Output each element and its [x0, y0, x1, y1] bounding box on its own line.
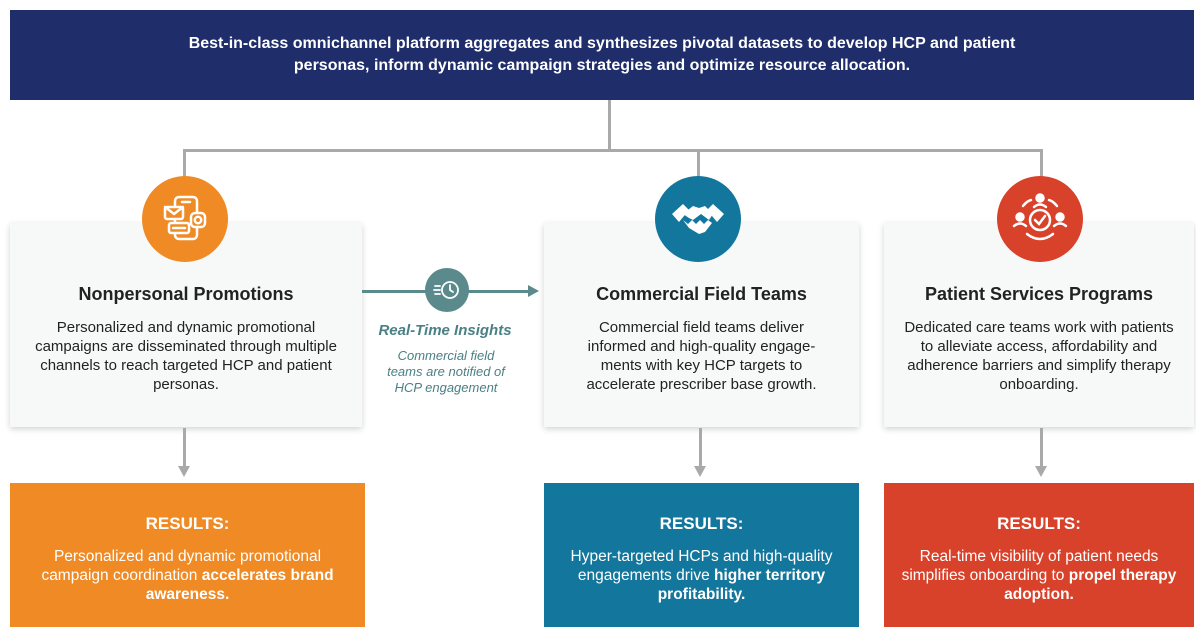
patient-care-team-icon — [1012, 193, 1068, 241]
arrow-head-right — [1035, 466, 1047, 477]
nonpersonal-promotions-icon-badge — [142, 176, 228, 262]
results-text: Personalized and dynamic promotional cam… — [30, 547, 345, 604]
connector-trunk — [608, 100, 611, 151]
results-label: RESULTS: — [659, 514, 744, 533]
results-label: RESULTS: — [145, 514, 230, 533]
results-commercial-field-teams: RESULTS: Hyper-targeted HCPs and high-qu… — [544, 483, 859, 627]
connector-center — [697, 149, 700, 184]
arrow-head-left — [178, 466, 190, 477]
insights-icon-badge — [425, 268, 469, 312]
arrow-shaft-center — [699, 428, 702, 468]
commercial-field-teams-icon-badge — [655, 176, 741, 262]
results-text-bold: accelerates brand awareness. — [145, 567, 334, 603]
insights-arrowhead — [528, 285, 539, 297]
clock-signal-icon — [433, 281, 459, 299]
insights-title: Real-Time Insights — [378, 322, 512, 339]
card-body: Personalized and dynamic promotional cam… — [35, 319, 337, 393]
card-body: Dedicated care teams work with patients … — [904, 319, 1174, 393]
results-text-plain: Real-time visibility of patient needs si… — [901, 548, 1159, 584]
card-body: Commercial field teams deliver informed … — [586, 319, 817, 393]
results-text-bold: higher territory profitability. — [657, 567, 826, 603]
results-text: Real-time visibility of patient needs si… — [897, 547, 1182, 604]
header-banner: Best-in-class omnichannel platform aggre… — [10, 10, 1194, 100]
arrow-head-center — [694, 466, 706, 477]
results-text-plain: Personalized and dynamic promotional cam… — [41, 548, 322, 584]
results-label: RESULTS: — [997, 514, 1081, 533]
handshake-icon — [672, 204, 724, 234]
card-title: Nonpersonal Promotions — [78, 284, 294, 304]
banner-text: Best-in-class omnichannel platform aggre… — [188, 35, 1016, 74]
connector-left — [183, 149, 186, 184]
card-title: Patient Services Programs — [924, 284, 1154, 304]
arrow-shaft-left — [183, 428, 186, 468]
smartphone-messages-icon — [163, 195, 207, 241]
connector-horizontal — [183, 149, 1042, 152]
insights-body: Commercial field teams are notified of H… — [387, 348, 505, 395]
results-text: Hyper-targeted HCPs and high-quality eng… — [564, 547, 839, 604]
results-text-bold: propel therapy adoption. — [1004, 567, 1177, 603]
arrow-shaft-right — [1040, 428, 1043, 468]
results-text-plain: Hyper-targeted HCPs and high-quality eng… — [570, 548, 833, 584]
results-nonpersonal-promotions: RESULTS: Personalized and dynamic promot… — [10, 483, 365, 627]
patient-services-icon-badge — [997, 176, 1083, 262]
card-title: Commercial Field Teams — [596, 284, 807, 304]
connector-right — [1040, 149, 1043, 184]
results-patient-services-programs: RESULTS: Real-time visibility of patient… — [884, 483, 1194, 627]
